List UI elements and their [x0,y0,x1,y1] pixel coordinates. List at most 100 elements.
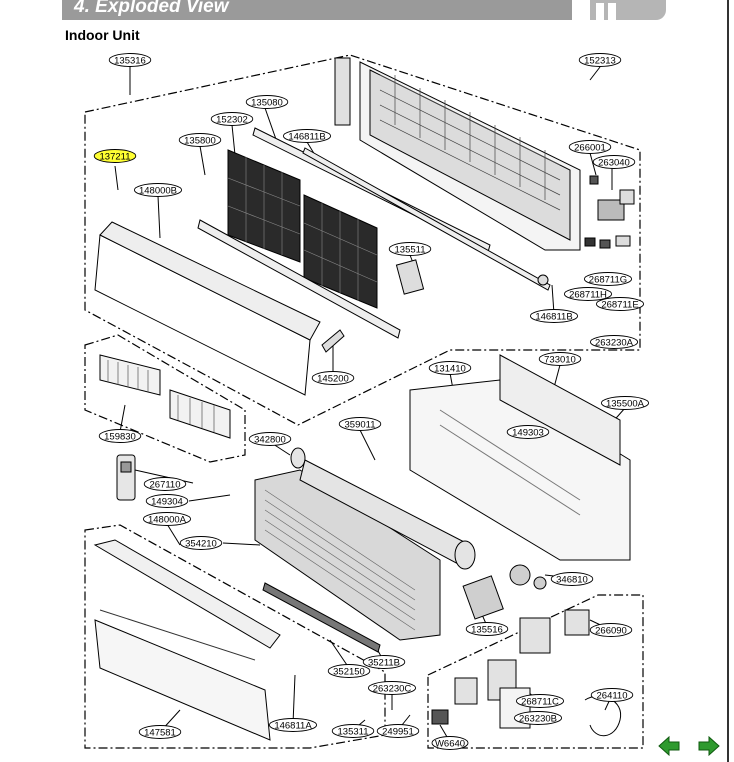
rails [197,127,551,339]
grille [99,354,231,439]
part-number: 152313 [584,55,616,66]
chassis-back [334,57,581,251]
arrow-right-icon[interactable] [698,736,720,756]
part-label-oval [431,736,469,750]
part-number: 342800 [254,434,286,445]
part-label-oval [98,429,142,443]
control-box [431,609,622,737]
part-label-135800: 135800 [178,133,222,147]
part-label-oval [538,352,582,366]
part-label-135500A: 135500A [600,396,650,410]
part-label-oval [282,129,332,143]
part-label-oval [568,140,612,154]
part-number: 354210 [185,538,217,549]
part-label-oval [563,287,613,301]
part-number: 146811A [274,720,312,731]
part-label-oval [590,688,634,702]
part-number: 146811B [535,311,572,322]
part-label-oval [600,396,650,410]
part-label-oval [248,432,292,446]
part-label-oval [311,371,355,385]
part-number: 131410 [434,363,466,374]
part-number: 263230A [595,337,634,348]
part-label-145200: 145200 [311,371,355,385]
part-label-oval [327,664,371,678]
part-number: 135800 [184,135,216,146]
part-number: 268711C [521,696,559,707]
part-label-346810: 346810 [550,572,594,586]
part-number: 352150 [333,666,365,677]
part-label-148000A: 148000A [142,512,192,526]
part-label-oval [589,623,633,637]
part-label-oval [550,572,594,586]
part-number: 149303 [512,427,544,438]
part-number: 268711G [589,274,627,285]
part-number: 267110 [150,479,181,490]
part-number: 137211 [100,151,131,162]
part-label-W6640: W6640 [431,736,469,750]
fan-motor [462,564,547,620]
assembly-group-outlines [84,54,644,749]
part-label-oval [268,718,318,732]
part-label-149303: 149303 [506,425,550,439]
part-label-268711H: 268711H [563,287,613,301]
part-label-oval [178,133,222,147]
page-edge [727,0,729,762]
part-label-oval [367,681,417,695]
part-number: 266090 [595,625,627,636]
part-label-oval [133,183,183,197]
part-number: 359011 [345,419,376,430]
part-label-266090: 266090 [589,623,633,637]
part-label-oval [145,494,189,508]
part-label-146811B-top: 146811B [282,129,332,143]
part-label-268711E: 268711E [595,297,645,311]
part-label-oval [592,155,636,169]
part-label-354210: 354210 [179,536,223,550]
part-label-oval [589,335,639,349]
part-number: 135500A [606,398,645,409]
part-label-oval [583,272,633,286]
part-label-oval [93,149,137,163]
part-label-148000B: 148000B [133,183,183,197]
part-label-oval [143,477,187,491]
part-label-oval [529,309,579,323]
part-label-oval [210,112,254,126]
header-tab-block [596,3,604,20]
base-panel [93,539,381,741]
cross-flow-fan [290,447,476,570]
heat-exchanger [254,469,441,641]
part-number: 146811B [288,131,325,142]
part-number: 147581 [144,727,176,738]
arrow-left-icon[interactable] [658,736,680,756]
part-number: 346810 [556,574,588,585]
part-label-266001: 266001 [568,140,612,154]
part-label-135511: 135511 [388,242,432,256]
page-subtitle: Indoor Unit [65,27,140,43]
part-number: 149304 [151,496,183,507]
air-filters [227,149,378,309]
part-label-oval [376,724,420,738]
part-label-264110: 264110 [590,688,634,702]
part-number: 268711H [569,289,607,300]
part-label-oval [595,297,645,311]
section-title: 4. Exploded View [74,0,229,17]
part-number: 249951 [382,726,414,737]
part-number: 135080 [251,97,283,108]
part-label-263040: 263040 [592,155,636,169]
part-label-268711G: 268711G [583,272,633,286]
part-labels: 135316 152313 135080 152302 135800 146811B 137… [93,53,650,750]
part-label-152302: 152302 [210,112,254,126]
header-tab [590,0,666,20]
header-tab-block [608,3,616,20]
part-label-oval [108,53,152,67]
part-label-135080: 135080 [245,95,289,109]
rear-housing [409,354,631,561]
part-label-oval [245,95,289,109]
front-panel [94,221,321,396]
part-label-146811B-mid: 146811B [529,309,579,323]
part-label-359011: 359011 [338,417,382,431]
part-number: 266001 [574,142,606,153]
part-label-135316: 135316 [108,53,152,67]
part-label-oval [578,53,622,67]
part-label-oval [513,711,563,725]
